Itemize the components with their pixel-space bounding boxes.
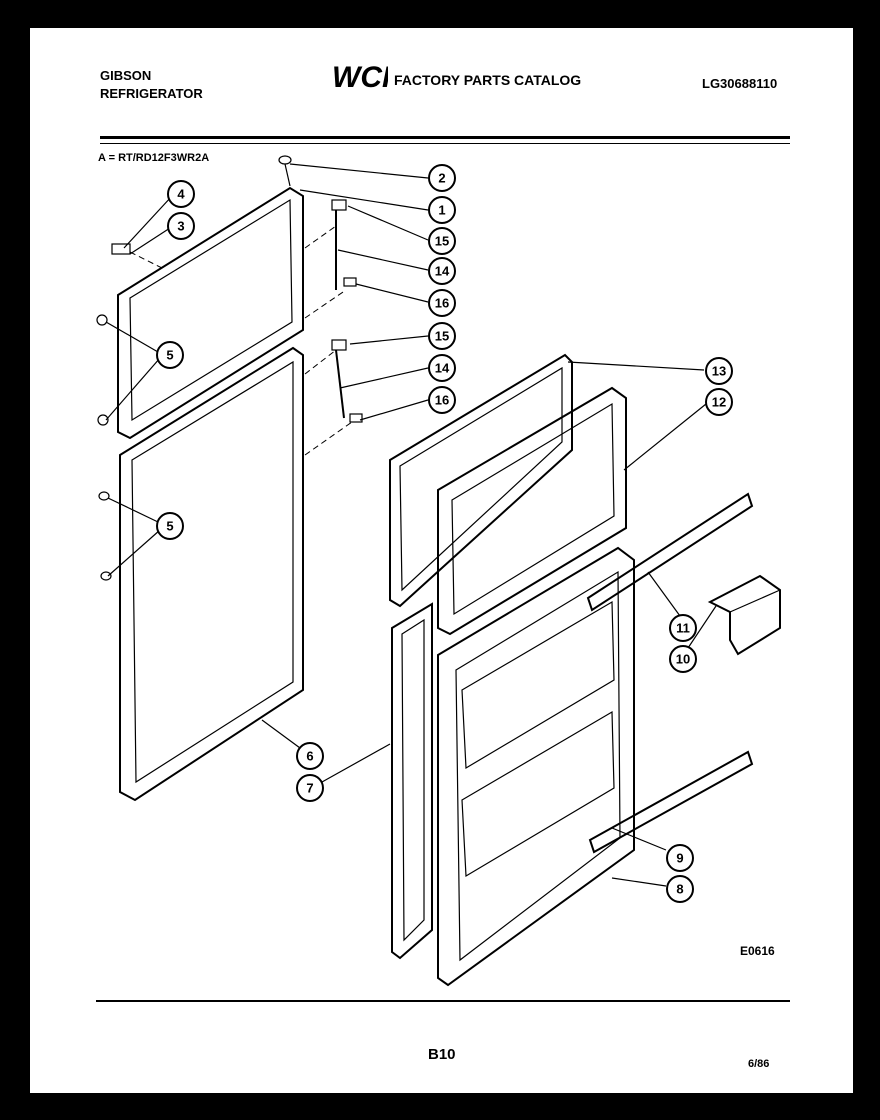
callout-7: 7 (296, 774, 324, 802)
lower-shelf-rail (588, 750, 754, 854)
freezer-door-panel (117, 186, 304, 440)
callout-15: 15 (428, 322, 456, 350)
freezer-door-gasket (389, 353, 573, 608)
svg-text:15: 15 (435, 329, 449, 344)
callout-2: 2 (428, 164, 456, 192)
svg-text:8: 8 (676, 882, 683, 897)
svg-text:14: 14 (435, 361, 450, 376)
header-rule-thick (100, 136, 790, 139)
model-label: A = RT/RD12F3WR2A (98, 152, 210, 164)
svg-text:5: 5 (166, 348, 173, 363)
screw-plugs (96, 314, 112, 581)
callout-4: 4 (167, 180, 195, 208)
wci-logo: WCI (332, 61, 388, 92)
catalog-title: FACTORY PARTS CATALOG (394, 72, 582, 88)
document-number: LG30688110 (702, 76, 778, 91)
freezer-door-liner (437, 386, 627, 636)
svg-text:6: 6 (306, 749, 313, 764)
svg-text:WCI: WCI (332, 61, 388, 92)
fresh-food-door-liner (437, 546, 635, 987)
callout-6: 6 (296, 742, 324, 770)
callout-14: 14 (428, 354, 456, 382)
callout-16: 16 (428, 386, 456, 414)
handle-cover (707, 574, 781, 656)
svg-text:2: 2 (438, 171, 445, 186)
lower-hinge (304, 339, 363, 456)
callout-1: 1 (428, 196, 456, 224)
upper-hinge (304, 199, 357, 319)
svg-text:15: 15 (435, 234, 449, 249)
fresh-food-door-panel (119, 346, 304, 802)
svg-text:9: 9 (676, 851, 683, 866)
callout-10: 10 (669, 645, 697, 673)
svg-text:12: 12 (712, 395, 726, 410)
fresh-food-door-gasket (391, 602, 433, 960)
revision-date: 6/86 (748, 1058, 770, 1070)
callout-5: 5 (156, 341, 184, 369)
svg-text:16: 16 (435, 393, 449, 408)
figure-code: E0616 (740, 944, 775, 958)
leader-lines (105, 163, 717, 887)
callout-16: 16 (428, 289, 456, 317)
callout-9: 9 (666, 844, 694, 872)
callout-11: 11 (669, 614, 697, 642)
door-stop-parts (111, 155, 292, 269)
footer-rule (96, 1000, 790, 1002)
svg-text:7: 7 (306, 781, 313, 796)
upper-shelf-rail (586, 492, 754, 612)
svg-text:3: 3 (177, 219, 184, 234)
svg-text:14: 14 (435, 264, 450, 279)
callout-12: 12 (705, 388, 733, 416)
page-number: B10 (428, 1046, 456, 1063)
callout-5: 5 (156, 512, 184, 540)
callout-14: 14 (428, 257, 456, 285)
callout-13: 13 (705, 357, 733, 385)
svg-text:5: 5 (166, 519, 173, 534)
svg-text:10: 10 (676, 652, 690, 667)
product-type: REFRIGERATOR (100, 86, 203, 101)
svg-text:13: 13 (712, 364, 726, 379)
header-rule-thin (100, 143, 790, 144)
callout-15: 15 (428, 227, 456, 255)
svg-text:1: 1 (438, 203, 445, 218)
callout-3: 3 (167, 212, 195, 240)
brand-name: GIBSON (100, 68, 152, 83)
svg-text:4: 4 (177, 187, 185, 202)
svg-text:11: 11 (676, 621, 690, 636)
svg-text:16: 16 (435, 296, 449, 311)
callout-8: 8 (666, 875, 694, 903)
